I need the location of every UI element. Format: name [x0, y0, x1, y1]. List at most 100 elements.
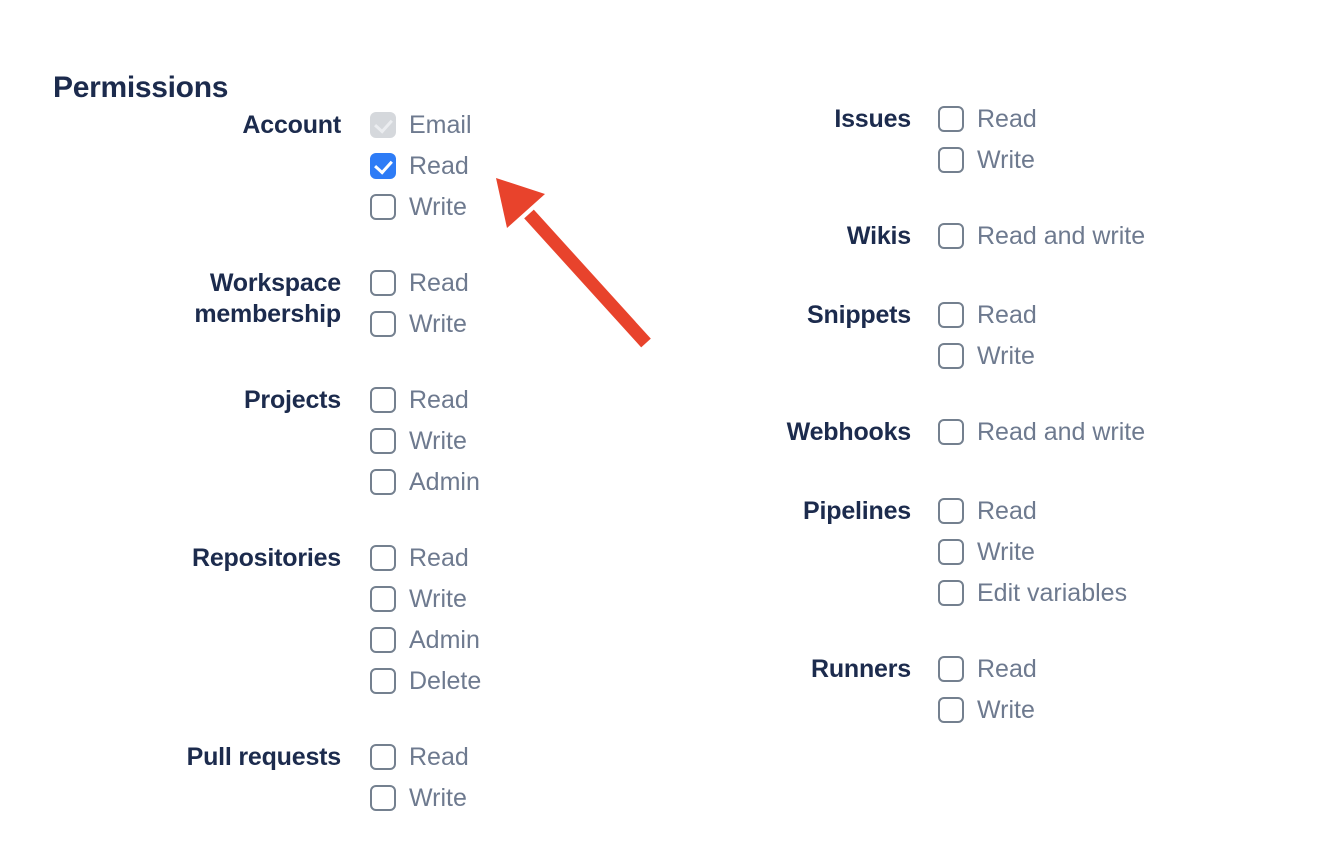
checkbox-label[interactable]: Read: [977, 655, 1037, 683]
group-label-repositories: Repositories: [191, 544, 341, 572]
checkbox-repositories-read[interactable]: [370, 545, 396, 571]
checkbox-label[interactable]: Read: [409, 269, 469, 297]
arrow-head: [496, 178, 545, 228]
checkbox-label[interactable]: Admin: [409, 626, 480, 654]
checkbox-workspace-membership-write[interactable]: [370, 311, 396, 337]
checkbox-label[interactable]: Read and write: [977, 222, 1146, 250]
checkbox-runners-write[interactable]: [938, 697, 964, 723]
checkbox-pipelines-edit-variables[interactable]: [938, 580, 964, 606]
checkbox-repositories-admin[interactable]: [370, 627, 396, 653]
checkbox-row-snippets-read: Read: [938, 302, 1037, 328]
group-label-projects: Projects: [243, 386, 341, 414]
checkbox-row-account-email: Email: [370, 112, 472, 138]
checkbox-label[interactable]: Write: [977, 696, 1035, 724]
checkbox-pipelines-read[interactable]: [938, 498, 964, 524]
group-label-pipelines: Pipelines: [803, 497, 911, 525]
checkbox-row-wikis-read-and-write: Read and write: [938, 223, 1145, 249]
checkbox-label[interactable]: Write: [977, 146, 1035, 174]
checkbox-label[interactable]: Read: [977, 301, 1037, 329]
checkbox-row-issues-read: Read: [938, 106, 1037, 132]
checkbox-projects-read[interactable]: [370, 387, 396, 413]
page-title: Permissions: [53, 70, 229, 104]
checkbox-snippets-read[interactable]: [938, 302, 964, 328]
checkbox-label[interactable]: Write: [409, 310, 467, 338]
group-label-workspace-membership: Workspace membership: [194, 269, 341, 328]
group-label-runners: Runners: [810, 655, 911, 683]
checkbox-pull-requests-read[interactable]: [370, 744, 396, 770]
options-list: Read and write: [938, 223, 1145, 249]
checkbox-label[interactable]: Read: [409, 386, 469, 414]
checkbox-label[interactable]: Delete: [409, 667, 482, 695]
checkbox-label[interactable]: Write: [409, 784, 467, 812]
checkbox-row-workspace-membership-write: Write: [370, 311, 469, 337]
checkbox-row-workspace-membership-read: Read: [370, 270, 469, 296]
checkbox-label[interactable]: Read: [409, 544, 469, 572]
options-list: Read and write: [938, 419, 1145, 445]
checkbox-label[interactable]: Edit variables: [977, 579, 1128, 607]
checkbox-row-pipelines-read: Read: [938, 498, 1127, 524]
checkbox-row-account-read: Read: [370, 153, 472, 179]
checkbox-row-pull-requests-read: Read: [370, 744, 469, 770]
checkbox-pull-requests-write[interactable]: [370, 785, 396, 811]
checkbox-workspace-membership-read[interactable]: [370, 270, 396, 296]
checkbox-label[interactable]: Read: [409, 743, 469, 771]
checkbox-account-read[interactable]: [370, 153, 396, 179]
checkbox-row-projects-read: Read: [370, 387, 480, 413]
checkbox-row-snippets-write: Write: [938, 343, 1037, 369]
checkbox-row-projects-write: Write: [370, 428, 480, 454]
checkbox-label[interactable]: Write: [409, 585, 467, 613]
checkbox-label[interactable]: Read and write: [977, 418, 1146, 446]
arrow-shaft: [524, 209, 651, 348]
checkbox-row-repositories-admin: Admin: [370, 627, 481, 653]
checkbox-label[interactable]: Write: [409, 427, 467, 455]
checkbox-row-runners-write: Write: [938, 697, 1037, 723]
checkbox-label[interactable]: Write: [977, 538, 1035, 566]
checkbox-row-runners-read: Read: [938, 656, 1037, 682]
checkbox-label[interactable]: Read: [977, 105, 1037, 133]
checkbox-webhooks-read-and-write[interactable]: [938, 419, 964, 445]
checkbox-label[interactable]: Read: [977, 497, 1037, 525]
group-label-account: Account: [242, 111, 341, 139]
checkbox-label[interactable]: Write: [409, 193, 467, 221]
checkbox-row-account-write: Write: [370, 194, 472, 220]
checkbox-row-issues-write: Write: [938, 147, 1037, 173]
checkbox-label[interactable]: Email: [409, 111, 472, 139]
checkbox-row-pipelines-edit-variables: Edit variables: [938, 580, 1127, 606]
checkbox-wikis-read-and-write[interactable]: [938, 223, 964, 249]
checkbox-row-repositories-write: Write: [370, 586, 481, 612]
checkbox-repositories-write[interactable]: [370, 586, 396, 612]
checkbox-issues-read[interactable]: [938, 106, 964, 132]
checkbox-snippets-write[interactable]: [938, 343, 964, 369]
checkbox-account-email: [370, 112, 396, 138]
checkbox-repositories-delete[interactable]: [370, 668, 396, 694]
checkbox-label[interactable]: Admin: [409, 468, 480, 496]
group-label-issues: Issues: [834, 105, 911, 133]
checkbox-projects-write[interactable]: [370, 428, 396, 454]
checkbox-issues-write[interactable]: [938, 147, 964, 173]
checkbox-projects-admin[interactable]: [370, 469, 396, 495]
checkbox-runners-read[interactable]: [938, 656, 964, 682]
checkbox-label[interactable]: Read: [409, 152, 469, 180]
checkbox-row-pull-requests-write: Write: [370, 785, 469, 811]
checkbox-pipelines-write[interactable]: [938, 539, 964, 565]
checkbox-label[interactable]: Write: [977, 342, 1035, 370]
checkbox-row-pipelines-write: Write: [938, 539, 1127, 565]
checkbox-account-write[interactable]: [370, 194, 396, 220]
